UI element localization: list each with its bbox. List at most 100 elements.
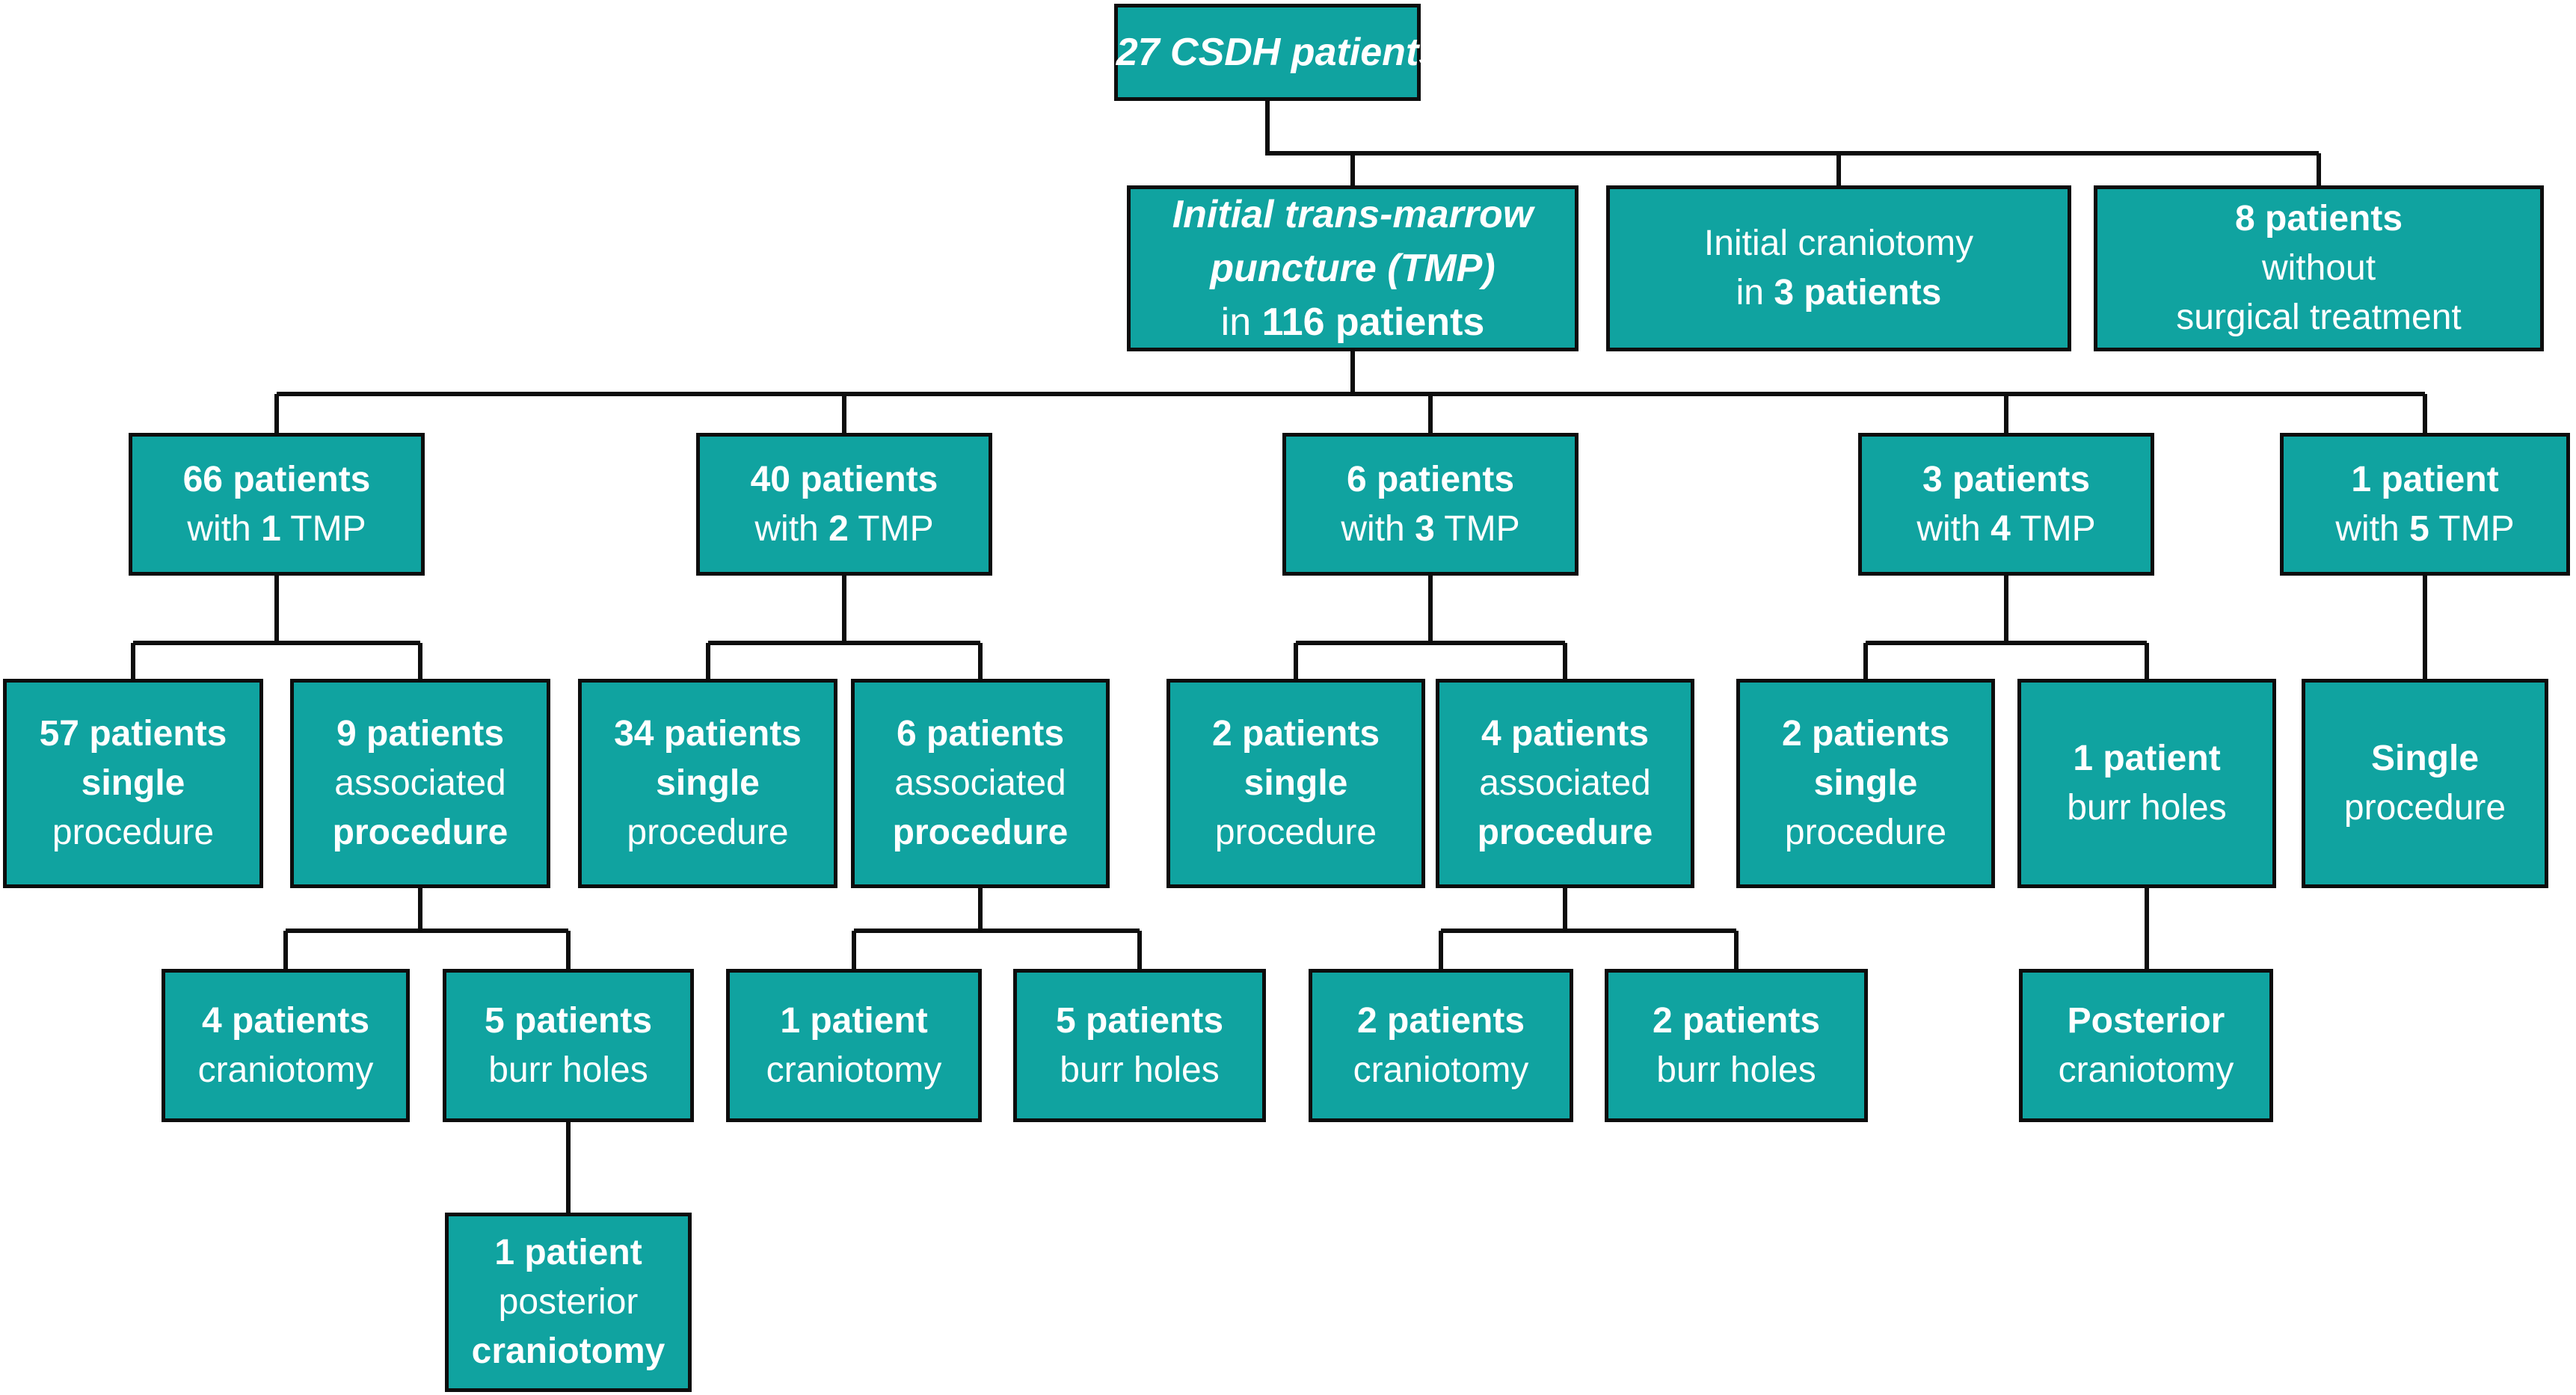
- label-segment: 2 patients: [1356, 1000, 1525, 1041]
- label-segment: procedure: [892, 813, 1069, 852]
- label-segment: with: [187, 508, 262, 549]
- label-line: single: [1244, 759, 1348, 808]
- node-2-patients-burr-holes: 2 patients burr holes: [1605, 969, 1868, 1122]
- label-line: 2 patients: [1357, 997, 1525, 1046]
- label-segment: TMP: [2429, 508, 2515, 549]
- label-segment: 9 patients: [336, 714, 505, 754]
- label-segment: 5 patients: [484, 1000, 653, 1041]
- node-2-patients-single-procedure-b: 2 patients single procedure: [1736, 679, 1995, 888]
- label-line: single: [82, 759, 185, 808]
- label-line: 2 patients: [1212, 709, 1380, 759]
- label-segment: 4 patients: [1481, 714, 1650, 754]
- label-segment: with: [1916, 508, 1991, 549]
- label-segment: 1 patient: [494, 1233, 642, 1272]
- label-segment: 6 patients: [1346, 459, 1515, 499]
- label-line: associated: [334, 763, 506, 803]
- label-line: craniotomy: [472, 1327, 665, 1376]
- label-segment: Single: [2370, 739, 2480, 778]
- label-line: 2 patients: [1653, 997, 1820, 1046]
- label-segment: with: [1341, 508, 1415, 549]
- label-line: 8 patients: [2235, 194, 2403, 244]
- label-segment: 2 patients: [1781, 714, 1950, 754]
- label-line: 5 patients: [485, 997, 652, 1046]
- label-segment: 5: [2409, 508, 2429, 549]
- label-line: 1 patient: [2351, 455, 2498, 505]
- label-segment: 1: [261, 508, 281, 549]
- label-segment: 34 patients: [614, 714, 802, 754]
- label-line: single: [656, 759, 760, 808]
- label-segment: 66 patients: [182, 459, 371, 499]
- node-posterior-craniotomy: Posterior craniotomy: [2019, 969, 2273, 1122]
- label-segment: 2 patients: [1652, 1000, 1821, 1041]
- label-segment: 2 patients: [1211, 714, 1380, 754]
- label-line: 4 patients: [1481, 709, 1649, 759]
- label-line: 9 patients: [336, 709, 504, 759]
- label-line: with 3 TMP: [1341, 505, 1519, 554]
- label-line: 1 patient: [2073, 734, 2220, 783]
- label-line: procedure: [627, 813, 789, 852]
- label-segment: in: [1220, 301, 1262, 344]
- label-segment: in: [1736, 273, 1774, 312]
- label-line: burr holes: [2067, 788, 2227, 828]
- label-line: craniotomy: [197, 1050, 374, 1090]
- label-line: 1 patient: [494, 1228, 642, 1278]
- label-line: 57 patients: [40, 709, 227, 759]
- connector-level1: [1265, 101, 2321, 187]
- label-line: craniotomy: [2058, 1050, 2234, 1090]
- connector-level2: [274, 350, 2427, 433]
- label-line: with 2 TMP: [754, 505, 933, 554]
- label-line: Posterior: [2068, 997, 2225, 1046]
- node-40-patients-2-tmp: 40 patients with 2 TMP: [696, 433, 992, 576]
- label-line: craniotomy: [1353, 1050, 1529, 1090]
- label-segment: TMP: [848, 508, 934, 549]
- label-line: procedure: [1784, 813, 1947, 852]
- label-segment: TMP: [280, 508, 366, 549]
- node-9-patients-associated-procedure: 9 patients associated procedure: [290, 679, 550, 888]
- label-line: procedure: [1478, 808, 1653, 857]
- label-line: associated: [1479, 763, 1651, 803]
- label-line: with 5 TMP: [2335, 505, 2514, 554]
- label-line: 2 patients: [1782, 709, 1949, 759]
- node-4-patients-craniotomy: 4 patients craniotomy: [162, 969, 410, 1122]
- node-34-patients-single-procedure: 34 patients single procedure: [578, 679, 837, 888]
- label-segment: 1 patient: [2351, 459, 2499, 499]
- label-line: with 1 TMP: [187, 505, 366, 554]
- node-6-patients-associated-procedure: 6 patients associated procedure: [851, 679, 1110, 888]
- node-initial-craniotomy-3: Initial craniotomy in 3 patients: [1606, 185, 2071, 351]
- node-127-csdh-patients: 127 CSDH patients: [1095, 4, 1440, 101]
- label-line: 1 patient: [780, 997, 927, 1046]
- label-line: without: [2261, 248, 2376, 288]
- label-line: 66 patients: [183, 455, 371, 505]
- node-1-patient-craniotomy: 1 patient craniotomy: [726, 969, 982, 1122]
- label-segment: 3 patients: [1774, 273, 1942, 312]
- label-line: puncture (TMP): [1210, 247, 1496, 290]
- label-segment: 1 patient: [2073, 739, 2221, 778]
- label-segment: 4 patients: [201, 1000, 370, 1041]
- label-line: burr holes: [1060, 1050, 1220, 1090]
- node-6-patients-3-tmp: 6 patients with 3 TMP: [1282, 433, 1579, 576]
- node-5-patients-burr-holes-a: 5 patients burr holes: [443, 969, 694, 1122]
- node-2-patients-single-procedure-a: 2 patients single procedure: [1166, 679, 1425, 888]
- label-segment: with: [2335, 508, 2410, 549]
- label-segment: single: [1244, 763, 1348, 803]
- label-segment: 3 patients: [1922, 459, 2091, 499]
- label-segment: 3: [1415, 508, 1435, 549]
- label-line: in 3 patients: [1736, 268, 1942, 318]
- node-5-patients-burr-holes-b: 5 patients burr holes: [1013, 969, 1266, 1122]
- label-segment: single: [81, 763, 185, 803]
- label-segment: 57 patients: [39, 714, 227, 754]
- node-initial-tmp-116: Initial trans-marrow puncture (TMP) in 1…: [1127, 185, 1579, 351]
- label-line: in 116 patients: [1221, 295, 1485, 349]
- label-segment: craniotomy: [471, 1331, 665, 1371]
- label-line: Initial trans-marrow: [1172, 193, 1534, 236]
- label-line: procedure: [1214, 813, 1377, 852]
- node-1-patient-posterior-craniotomy: 1 patient posterior craniotomy: [445, 1213, 692, 1392]
- node-57-patients-single-procedure: 57 patients single procedure: [3, 679, 263, 888]
- label-segment: single: [1813, 763, 1918, 803]
- connector-level3: [131, 574, 2427, 680]
- label-segment: 2: [829, 508, 849, 549]
- label-line: single: [1814, 759, 1918, 808]
- node-66-patients-1-tmp: 66 patients with 1 TMP: [129, 433, 425, 576]
